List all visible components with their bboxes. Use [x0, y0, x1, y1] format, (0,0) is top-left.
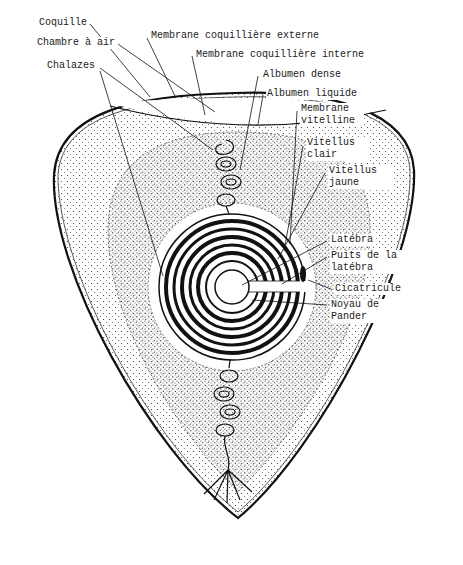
part-label: Chambre à air: [36, 37, 116, 49]
latebra: [215, 270, 249, 304]
upper-chalaza: [216, 140, 241, 214]
part-label: Latébra: [330, 234, 374, 246]
part-label: Coquille: [38, 17, 88, 29]
vitelline-membrane: [159, 214, 305, 360]
part-label: Vitellus clair: [306, 137, 370, 161]
leader-lines: [90, 24, 331, 305]
part-label: Membrane vitelline: [300, 103, 364, 127]
lower-chalaza: [204, 360, 252, 503]
part-label: Membrane coquillière interne: [195, 49, 365, 61]
part-label: Cicatricule: [334, 283, 402, 295]
part-label: Puits de la latébra: [330, 250, 404, 274]
part-label: Albumen dense: [262, 69, 342, 81]
blastoderm: [300, 266, 306, 282]
shell: [54, 93, 414, 518]
shell-membrane: [58, 97, 410, 512]
part-label: Vitellus jaune: [328, 165, 392, 189]
latebra-neck-edge: [246, 292, 300, 293]
part-label: Albumen liquide: [266, 88, 358, 100]
part-label: Membrane coquillière externe: [150, 30, 320, 42]
latebra-neck-edge: [246, 281, 300, 282]
part-label: Chalazes: [46, 60, 96, 72]
part-label: Noyau de Pander: [330, 299, 394, 323]
